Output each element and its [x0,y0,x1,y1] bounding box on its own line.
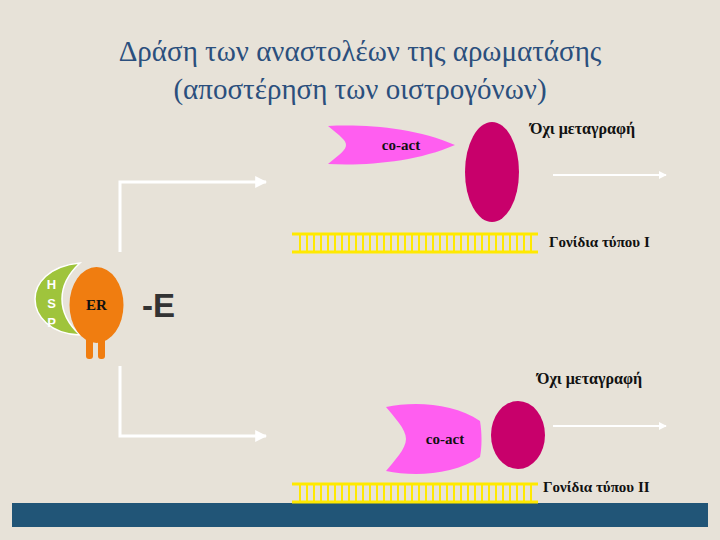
dna-rung [453,484,455,502]
coactivator: co-act [326,124,456,166]
dna-rung [509,484,511,502]
gene-label: Γονίδια τύπου II [543,479,650,496]
dna-rung [488,234,490,252]
dna-rung [446,484,448,502]
dna-rung [383,234,385,252]
dna-rung [369,484,371,502]
dna-rung [397,234,399,252]
dna-rung [439,484,441,502]
dna-rung [439,234,441,252]
dna-rung [425,234,427,252]
outcome-label: Όχι μεταγραφή [530,120,635,138]
dna-rung [523,234,525,252]
dna-rung [334,234,336,252]
dna-rung [467,234,469,252]
node-label: co-act [426,431,464,448]
footer-bar [12,503,708,527]
dna-rung [397,484,399,502]
dna-rung [502,484,504,502]
dna-rung [523,484,525,502]
dna-rung [530,484,532,502]
dna-rung [313,234,315,252]
dna-rung [481,234,483,252]
dna-rung [341,484,343,502]
dna-rung [411,484,413,502]
dna-rung [425,484,427,502]
dna-rung [341,234,343,252]
estrogen-receptor: ER [69,266,124,344]
dna-rung [467,484,469,502]
transcription-arrow [553,425,666,427]
dna-rung [355,484,357,502]
dna-rung [474,484,476,502]
dna-rung [348,234,350,252]
dna-rung [530,234,532,252]
dna-rung [432,484,434,502]
dna-rung [327,234,329,252]
dna-rung [404,234,406,252]
transcription-factor [491,401,545,469]
dna-rung [306,484,308,502]
dna-rung [299,484,301,502]
dna-rung [488,484,490,502]
dna-rung [362,484,364,502]
dna-rung [516,484,518,502]
dna-rung [460,484,462,502]
dna-rung [348,484,350,502]
gene-label: Γονίδια τύπου I [549,234,650,251]
pathway-arrow [120,182,266,252]
coactivator: co-act [384,403,482,475]
dna-rung [334,484,336,502]
dna-rung [418,234,420,252]
dna-rung [355,234,357,252]
transcription-factor [465,122,519,222]
outcome-label: Όχι μεταγραφή [537,370,642,388]
dna-rung [383,484,385,502]
node-label: co-act [382,137,420,154]
dna-rung [376,484,378,502]
dna-rung [502,234,504,252]
dna-rung [460,234,462,252]
dna-strand [292,234,538,252]
slide-title: Δράση των αναστολέων της αρωματάσης (απο… [40,32,680,108]
pathway-arrow [120,366,266,436]
dna-rung [432,234,434,252]
dna-rung [516,234,518,252]
estrogen-absent: -E [142,287,175,325]
dna-rung [481,484,483,502]
dna-rung [362,234,364,252]
node-label: HSP [45,276,58,333]
dna-rung [390,484,392,502]
dna-rung [306,234,308,252]
dna-rung [369,234,371,252]
dna-rung [509,234,511,252]
transcription-arrow [553,174,666,176]
dna-rung [376,234,378,252]
dna-rung [299,234,301,252]
dna-rung [327,484,329,502]
dna-rung [313,484,315,502]
dna-rung [320,484,322,502]
dna-rung [418,484,420,502]
dna-rung [404,484,406,502]
dna-rung [446,234,448,252]
dna-strand [292,484,538,502]
dna-rung [411,234,413,252]
node-label: ER [86,297,107,314]
dna-rung [453,234,455,252]
dna-rung [390,234,392,252]
dna-rung [320,234,322,252]
dna-rung [495,234,497,252]
dna-rung [474,234,476,252]
dna-rung [495,484,497,502]
